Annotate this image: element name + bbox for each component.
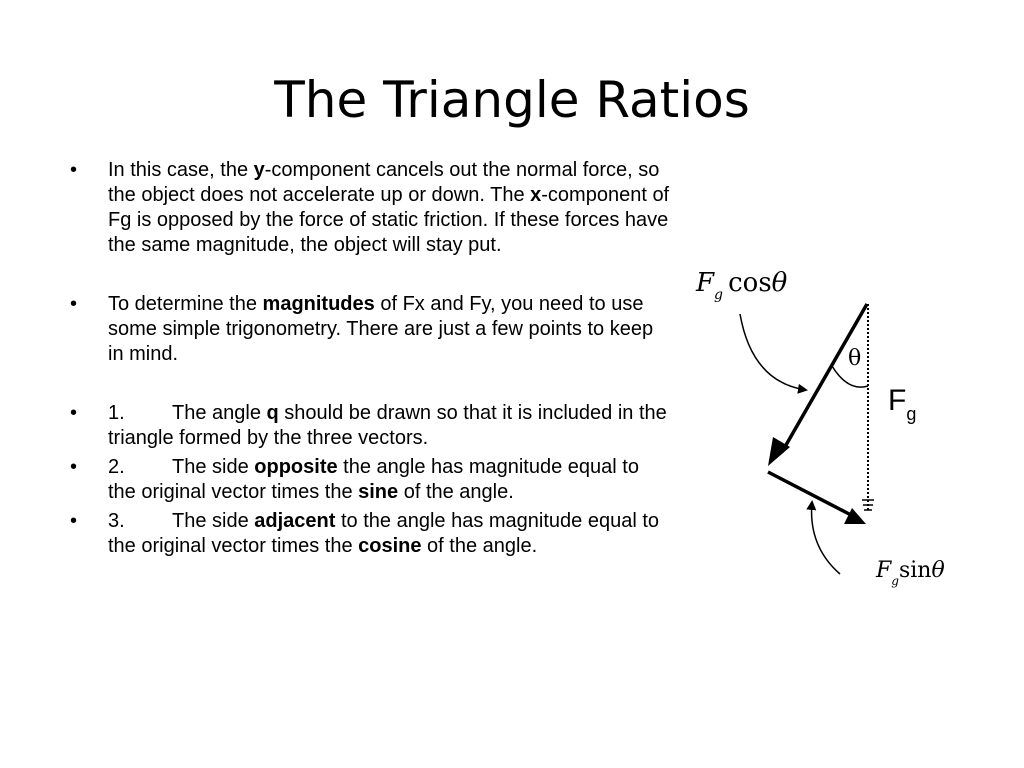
bullet-item: • In this case, the y-component cancels … xyxy=(70,159,670,256)
fg-cos-label: Fg cosθ xyxy=(696,268,788,303)
list-number: 2. xyxy=(108,456,125,478)
fg-label: Fg xyxy=(888,384,917,424)
fg-vector-head xyxy=(862,499,874,511)
force-diagram-svg xyxy=(739,303,874,575)
bullet-dot: • xyxy=(70,159,78,181)
slide-title: The Triangle Ratios xyxy=(274,71,750,129)
bullet-item: • 2.The side opposite the angle has magn… xyxy=(70,456,639,503)
fg-sin-label: Fgsinθ xyxy=(876,558,945,588)
sin-component-head xyxy=(844,508,866,524)
bullet-item: • 1.The angle q should be drawn so that … xyxy=(70,402,667,449)
cos-component-line xyxy=(780,303,869,453)
bullet-list: • In this case, the y-component cancels … xyxy=(70,158,670,563)
theta-arc xyxy=(831,365,869,388)
bullet-dot: • xyxy=(70,402,78,424)
theta-label: θ xyxy=(848,346,862,371)
sin-pointer-arrow xyxy=(806,500,841,575)
bullet-dot: • xyxy=(70,510,78,532)
list-number: 1. xyxy=(108,402,125,424)
list-number: 3. xyxy=(108,510,125,532)
cos-component-head xyxy=(768,437,790,466)
bullet-item: • 3.The side adjacent to the angle has m… xyxy=(70,510,659,557)
cos-pointer-arrow xyxy=(739,313,808,394)
bullet-dot: • xyxy=(70,456,78,478)
sin-component-line xyxy=(767,470,854,518)
bullet-dot: • xyxy=(70,293,78,315)
force-diagram: Fg cosθ θ Fg Fgsinθ xyxy=(690,262,980,602)
bullet-item: • To determine the magnitudes of Fx and … xyxy=(70,293,654,365)
